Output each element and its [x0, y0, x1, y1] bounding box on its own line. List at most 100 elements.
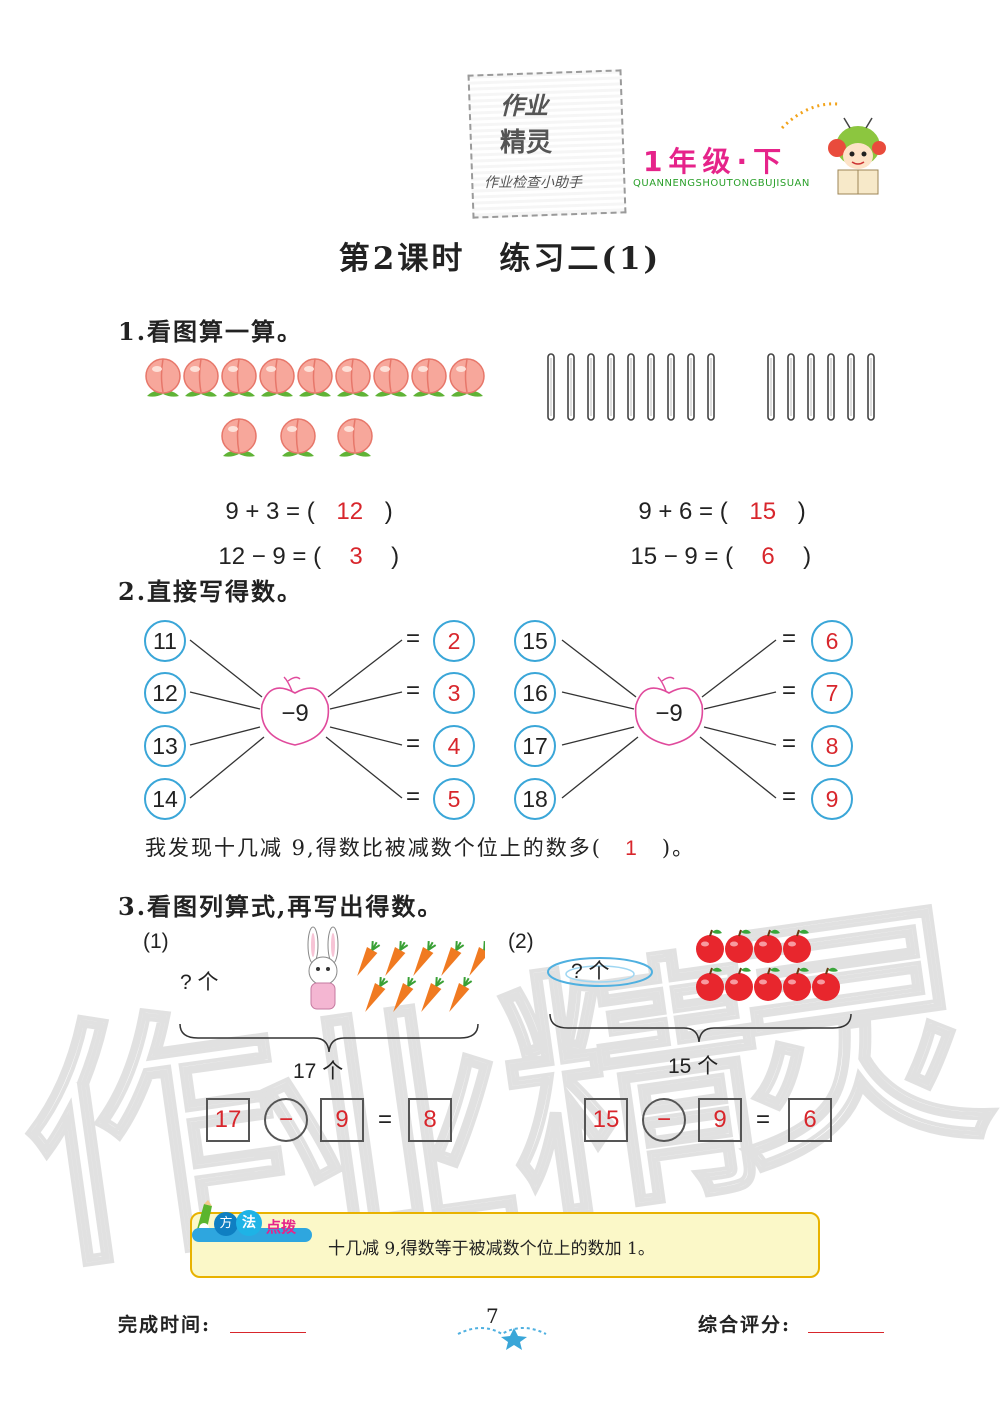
carrot-icon: [357, 941, 485, 1012]
stamp-line-2: 精灵: [500, 128, 553, 158]
overall-score-label: 综合评分:: [698, 1314, 792, 1336]
q2-finding: 我发现十几减 9,得数比被减数个位上的数多(1)。: [145, 836, 696, 860]
equals-sign: =: [406, 783, 421, 810]
q1-peach-illustration: [145, 358, 485, 458]
q2-right-minuend-3: 17: [514, 725, 556, 767]
q2-left-result-4[interactable]: 5: [433, 778, 475, 820]
q1-answer-4[interactable]: 6: [761, 543, 775, 570]
q3-part2-label: (2): [508, 930, 534, 953]
tip-text: 十几减 9,得数等于被减数个位上的数加 1。: [328, 1239, 655, 1259]
stick-icon: [627, 353, 635, 421]
tip-box: [190, 1212, 820, 1278]
stick-icon: [847, 353, 855, 421]
q1-answer-1[interactable]: 12: [336, 498, 364, 525]
q3-part1-box-b[interactable]: 9: [320, 1098, 364, 1142]
peach-icon: [145, 358, 181, 398]
q3-part2-operator[interactable]: −: [642, 1098, 686, 1142]
q3-part1-label: (1): [143, 930, 169, 953]
apple-frame-left: [260, 676, 330, 746]
q3-part2-result[interactable]: 6: [788, 1098, 832, 1142]
overall-score-blank[interactable]: [808, 1332, 884, 1333]
page-number-decoration: [457, 1327, 547, 1350]
q3-part1-total: 17 个: [293, 1060, 344, 1083]
stick-icon: [647, 353, 655, 421]
equals-sign: =: [406, 625, 421, 652]
q3-part2-unknown: ? 个: [571, 960, 610, 983]
stick-icon: [587, 353, 595, 421]
tip-badge-label: 点拨: [266, 1218, 297, 1236]
stamp-line-1: 作业: [500, 91, 548, 120]
q2-left-result-2[interactable]: 3: [433, 672, 475, 714]
plate-icon: [547, 957, 653, 987]
stick-icon: [687, 353, 695, 421]
peach-icon: [335, 358, 371, 398]
q1-equation-2: 12 − 9 = (3): [218, 543, 400, 570]
apples-illustration: [695, 928, 841, 1002]
apple-icon: [724, 966, 754, 1002]
tip-badge-char-1: 方: [214, 1212, 238, 1236]
apple-icon: [811, 966, 841, 1002]
q2-right-minuend-2: 16: [514, 672, 556, 714]
equals-sign: =: [782, 625, 797, 652]
brand-stamp: 作业 精灵 作业检查小助手: [467, 69, 627, 219]
q2-left-result-3[interactable]: 4: [433, 725, 475, 767]
q2-connector-lines: [189, 639, 777, 799]
stick-icon: [567, 353, 575, 421]
peach-icon: [449, 358, 485, 398]
q2-right-result-4[interactable]: 9: [811, 778, 853, 820]
stamp-line-3: 作业检查小助手: [484, 175, 582, 191]
grade-pinyin: QUANNENGSHOUTONGBUJISUAN: [633, 178, 810, 189]
peach-icon: [297, 358, 333, 398]
q3-part2-total: 15 个: [668, 1055, 719, 1078]
q2-left-result-1[interactable]: 2: [433, 620, 475, 662]
peach-icon: [221, 418, 257, 458]
q2-left-minuend-2: 12: [144, 672, 186, 714]
q1-equation-3: 9 + 6 = (15): [638, 498, 806, 525]
apple-icon: [782, 928, 812, 964]
q2-right-result-2[interactable]: 7: [811, 672, 853, 714]
equals-sign: =: [782, 783, 797, 810]
q3-part2-box-a[interactable]: 15: [584, 1098, 628, 1142]
q1-answer-2[interactable]: 3: [349, 543, 363, 570]
q2-finding-answer[interactable]: 1: [625, 837, 639, 860]
peach-icon: [280, 418, 316, 458]
q2-left-minuend-3: 13: [144, 725, 186, 767]
stick-icon: [827, 353, 835, 421]
grade-label: 1年级·下: [643, 145, 788, 178]
q1-equation-4: 15 − 9 = (6): [630, 543, 812, 570]
q2-right-minuend-1: 15: [514, 620, 556, 662]
q2-right-result-1[interactable]: 6: [811, 620, 853, 662]
lesson-title: 第2课时 练习二(1): [338, 241, 662, 277]
stick-icon: [547, 353, 555, 421]
q1-answer-3[interactable]: 15: [749, 498, 777, 525]
q3-part1-box-a[interactable]: 17: [206, 1098, 250, 1142]
stick-icon: [767, 353, 775, 421]
q2-right-result-3[interactable]: 8: [811, 725, 853, 767]
q2-right-minuend-4: 18: [514, 778, 556, 820]
q1-sticks-illustration: [547, 353, 875, 421]
q3-part2-box-b[interactable]: 9: [698, 1098, 742, 1142]
q2-left-minuend-1: 11: [144, 620, 186, 662]
stick-icon: [787, 353, 795, 421]
q3-part1-brace: [179, 1023, 479, 1053]
equals-sign: =: [406, 677, 421, 704]
completion-time-blank[interactable]: [230, 1332, 306, 1333]
mascot-icon: [780, 102, 886, 195]
peach-icon: [259, 358, 295, 398]
q3-part1-operator[interactable]: −: [264, 1098, 308, 1142]
q2-left-minuend-4: 14: [144, 778, 186, 820]
peach-icon: [411, 358, 447, 398]
q1-equation-1: 9 + 3 = (12): [225, 498, 393, 525]
q2-left-operator: −9: [281, 700, 309, 727]
q3-part1-unknown: ? 个: [180, 971, 219, 994]
tip-badge-char-2: 法: [236, 1210, 262, 1236]
page-number: 7: [486, 1304, 499, 1328]
stick-icon: [607, 353, 615, 421]
stick-icon: [667, 353, 675, 421]
equals-sign: =: [756, 1106, 771, 1133]
q1-title: 1.看图算一算。: [118, 317, 304, 346]
q3-part2-brace: [549, 1013, 852, 1043]
q3-part1-result[interactable]: 8: [408, 1098, 452, 1142]
apple-icon: [695, 966, 725, 1002]
q2-title: 2.直接写得数。: [118, 577, 304, 606]
